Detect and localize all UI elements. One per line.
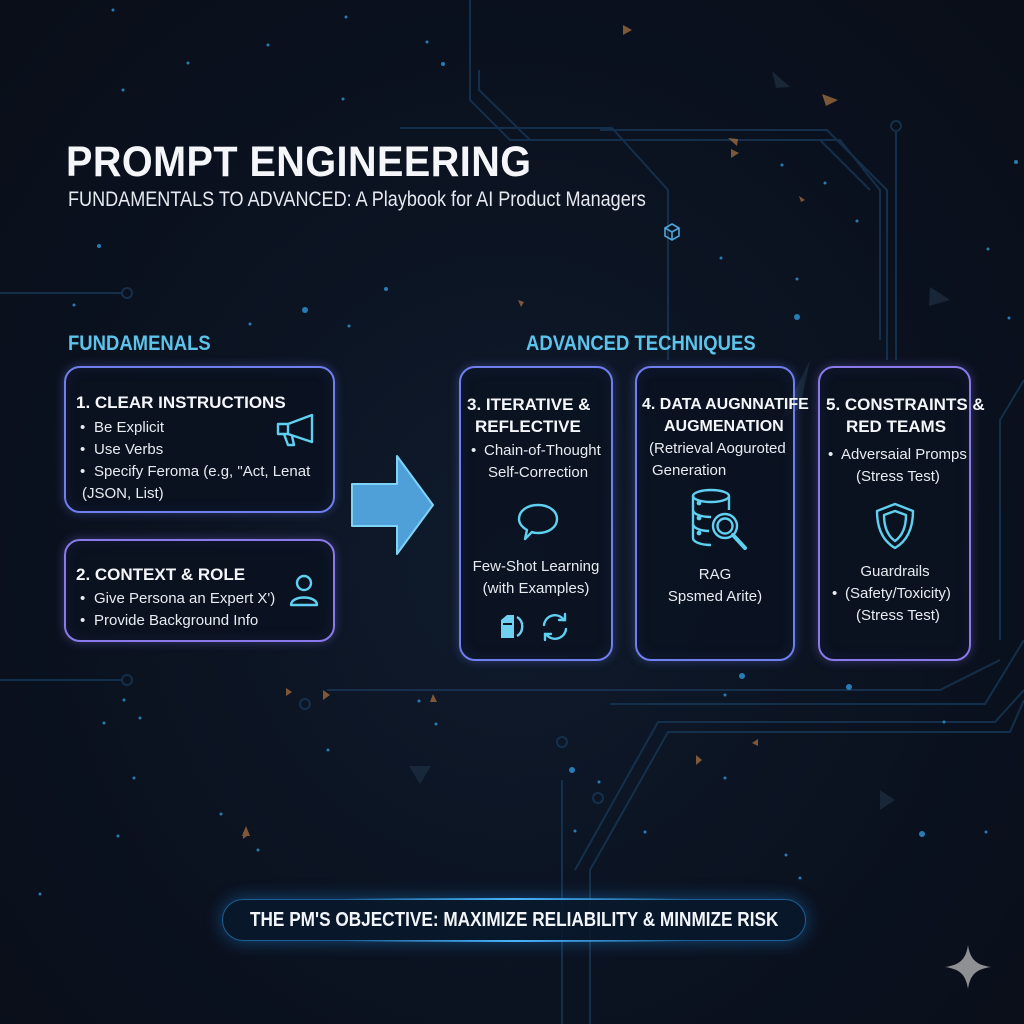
guardrails-text: Guardrails •(Safety/Toxicity) (Stress Te… — [832, 563, 951, 624]
bullet-item: •Give Persona an Expert X') — [80, 590, 276, 607]
card-context-role: 2. CONTEXT & ROLE •Give Persona an Exper… — [64, 539, 335, 642]
page-title: PROMPT ENGINEERING — [66, 138, 532, 186]
card-data-augmentation: 4. DATA AUGNNATIFE AUGMENATION (Retrieva… — [635, 366, 809, 661]
card-bullet: •Adversaial Promps (Stress Test) — [828, 446, 967, 485]
card-title: 1. CLEAR INSTRUCTIONS — [76, 393, 286, 412]
card-title: 3. ITERATIVE & REFLECTIVE — [467, 395, 591, 436]
few-shot-text: Few-Shot Learning (with Examples) — [472, 558, 600, 597]
section-label-fundamentals: FUNDAMENALS — [68, 332, 211, 355]
card-bullet: •Chain-of-Thought Self-Correction — [471, 442, 601, 481]
card-title: 2. CONTEXT & ROLE — [76, 565, 246, 584]
bullet-item: •Provide Background Info — [80, 612, 259, 629]
speech-bubble-icon — [516, 502, 560, 542]
user-icon — [288, 573, 320, 607]
card-bullets: •Give Persona an Expert X') •Provide Bac… — [80, 588, 275, 632]
card-title: 4. DATA AUGNNATIFE AUGMENATION — [642, 396, 809, 435]
objective-text: THE PM'S OBJECTIVE: MAXIMIZE RELIABILITY… — [249, 908, 779, 931]
section-label-advanced: ADVANCED TECHNIQUES — [526, 332, 756, 355]
database-search-icon — [689, 488, 753, 554]
page-subtitle: FUNDAMENTALS TO ADVANCED: A Playbook for… — [68, 188, 646, 211]
card-clear-instructions: 1. CLEAR INSTRUCTIONS •Be Explicit •Use … — [64, 366, 335, 513]
card-bullets: •Be Explicit •Use Verbs •Specify Feroma … — [80, 417, 310, 505]
bullet-item: •Specify Feroma (e.g, "Act, Lenat — [80, 463, 311, 480]
bullet-item: (JSON, List) — [82, 485, 164, 502]
cube-icon — [662, 222, 682, 242]
shield-icon — [873, 501, 917, 551]
bullet-item: •Use Verbs — [80, 441, 164, 458]
refresh-cycle-icon — [539, 612, 571, 642]
card-title: 5. CONSTRAINTS & RED TEAMS — [826, 395, 985, 436]
sparkle-icon — [943, 943, 993, 991]
megaphone-icon — [274, 412, 318, 448]
document-audio-icon — [499, 612, 525, 640]
rag-text: RAG Spsmed Arite) — [667, 566, 763, 605]
right-arrow-icon — [348, 452, 438, 558]
card-iterative-reflective: 3. ITERATIVE & REFLECTIVE •Chain-of-Thou… — [459, 366, 613, 661]
card-constraints-red-teams: 5. CONSTRAINTS & RED TEAMS •Adversaial P… — [818, 366, 985, 661]
objective-banner: THE PM'S OBJECTIVE: MAXIMIZE RELIABILITY… — [222, 898, 806, 942]
rag-description: (Retrieval Aoguroted Generation — [649, 440, 786, 479]
bullet-item: •Be Explicit — [80, 419, 165, 436]
